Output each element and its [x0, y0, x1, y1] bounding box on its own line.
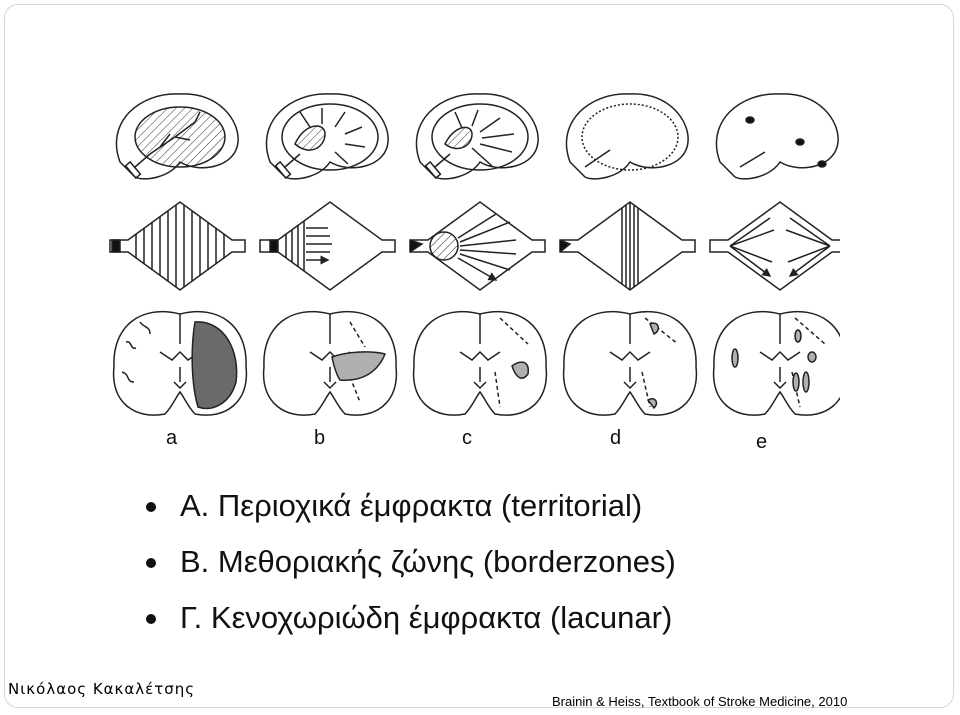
source-citation: Brainin & Heiss, Textbook of Stroke Medi…: [552, 694, 848, 709]
author-name: Νικόλαος Κακαλέτσης: [8, 680, 196, 698]
bullet-text: A. Περιοχικά έμφρακτα (territorial): [180, 488, 643, 523]
bullet-text: Γ. Κενοχωριώδη έμφρακτα (lacunar): [180, 600, 673, 635]
diamond-a: [109, 201, 246, 291]
bullet-icon: [146, 558, 156, 568]
bullet-item-borderzones: B. Μεθοριακής ζώνης (borderzones): [140, 534, 676, 590]
bullet-text: B. Μεθοριακής ζώνης (borderzones): [180, 544, 676, 579]
slide-border: [4, 4, 954, 708]
vascular-diamond-row: [109, 201, 840, 291]
coronal-e: [712, 310, 840, 416]
diamond-b: [259, 201, 396, 291]
panel-label-a: a: [166, 427, 178, 449]
lateral-view-d: [565, 93, 689, 180]
bullet-icon: [146, 502, 156, 512]
bullet-list: A. Περιοχικά έμφρακτα (territorial) B. Μ…: [140, 478, 676, 646]
coronal-c: [412, 310, 548, 416]
bullet-icon: [146, 614, 156, 624]
lateral-view-b: [265, 93, 389, 180]
coronal-b: [262, 310, 398, 416]
bullet-item-territorial: A. Περιοχικά έμφρακτα (territorial): [140, 478, 676, 534]
infarct-types-figure: a b c d e: [100, 82, 840, 462]
coronal-section-row: [112, 310, 840, 416]
panel-label-e: e: [756, 431, 767, 453]
brain-lateral-row: [115, 93, 839, 180]
bullet-item-lacunar: Γ. Κενοχωριώδη έμφρακτα (lacunar): [140, 590, 676, 646]
infarct-diagram: a b c d e: [109, 93, 840, 453]
lateral-view-c: [415, 93, 539, 180]
lateral-view-e: [715, 93, 839, 180]
coronal-d: [562, 310, 698, 416]
panel-label-d: d: [610, 427, 621, 449]
lateral-view-a: [115, 93, 239, 180]
diamond-c: [409, 201, 546, 291]
panel-label-c: c: [462, 427, 472, 449]
diamond-e: [709, 201, 840, 291]
diamond-d: [559, 201, 696, 291]
panel-label-b: b: [314, 427, 325, 449]
coronal-a: [112, 310, 248, 416]
panel-labels: a b c d e: [166, 427, 767, 453]
